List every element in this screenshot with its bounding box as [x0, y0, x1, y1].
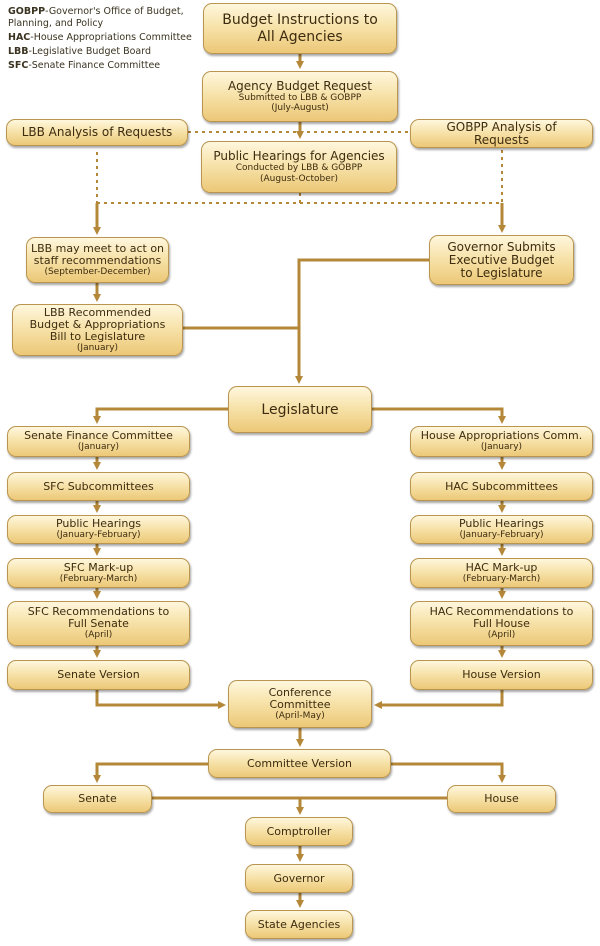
state-agencies-box[interactable]: State Agencies — [245, 910, 353, 939]
abbreviation-legend: GOBPP-Governor's Office of Budget, Plann… — [8, 6, 198, 74]
link-legislature-to-sfc — [93, 407, 228, 424]
link-house-version-conference — [374, 690, 504, 709]
lbb-may-meet-box[interactable]: LBB may meet to act on staff recommendat… — [26, 237, 169, 283]
link-senate-version-conference — [95, 690, 226, 709]
hac-subcommittees-box[interactable]: HAC Subcommittees — [410, 472, 593, 501]
senate-finance-committee-box[interactable]: Senate Finance Committee (January) — [7, 426, 190, 457]
comptroller-box[interactable]: Comptroller — [245, 817, 353, 846]
link-legislature-to-hac — [372, 407, 506, 424]
sfc-markup-box[interactable]: SFC Mark-up (February-March) — [7, 558, 190, 588]
link-governor-to-legislature — [295, 258, 429, 384]
house-appropriations-box[interactable]: House Appropriations Comm. (January) — [410, 426, 593, 457]
senate-version-box[interactable]: Senate Version — [7, 660, 190, 690]
senate-public-hearings-box[interactable]: Public Hearings (January-February) — [7, 515, 190, 544]
lbb-recommended-box[interactable]: LBB Recommended Budget & Appropriations … — [12, 304, 183, 356]
house-public-hearings-box[interactable]: Public Hearings (January-February) — [410, 515, 593, 544]
public-hearings-agencies-box[interactable]: Public Hearings for Agencies Conducted b… — [201, 141, 397, 193]
link-cv-to-senate — [93, 762, 208, 783]
lbb-analysis-box[interactable]: LBB Analysis of Requests — [6, 119, 188, 146]
house-version-box[interactable]: House Version — [410, 660, 593, 690]
legend-item-lbb: LBB-Legislative Budget Board — [8, 45, 151, 57]
legislature-box[interactable]: Legislature — [228, 386, 372, 433]
agency-budget-request-box[interactable]: Agency Budget Request Submitted to LBB &… — [202, 71, 398, 122]
legend-item-gobpp: GOBPP-Governor's Office of Budget, Plann… — [8, 6, 184, 29]
committee-version-box[interactable]: Committee Version — [208, 749, 391, 778]
gobpp-analysis-box[interactable]: GOBPP Analysis of Requests — [410, 119, 593, 148]
governor-box[interactable]: Governor — [245, 864, 353, 893]
link-cv-to-house — [391, 762, 506, 783]
senate-box[interactable]: Senate — [43, 785, 152, 813]
legend-item-sfc: SFC-Senate Finance Committee — [8, 59, 161, 71]
conference-committee-box[interactable]: Conference Committee (April-May) — [228, 680, 372, 728]
hac-markup-box[interactable]: HAC Mark-up (February-March) — [410, 558, 593, 588]
sfc-subcommittees-box[interactable]: SFC Subcommittees — [7, 472, 190, 501]
governor-submits-box[interactable]: Governor Submits Executive Budget to Leg… — [429, 235, 574, 285]
hac-recommendations-box[interactable]: HAC Recommendations to Full House (April… — [410, 601, 593, 646]
budget-instructions-box[interactable]: Budget Instructions to All Agencies — [203, 3, 397, 54]
house-box[interactable]: House — [447, 785, 556, 813]
sfc-recommendations-box[interactable]: SFC Recommendations to Full Senate (Apri… — [7, 601, 190, 646]
legend-item-hac: HAC-House Appropriations Committee — [8, 31, 192, 43]
